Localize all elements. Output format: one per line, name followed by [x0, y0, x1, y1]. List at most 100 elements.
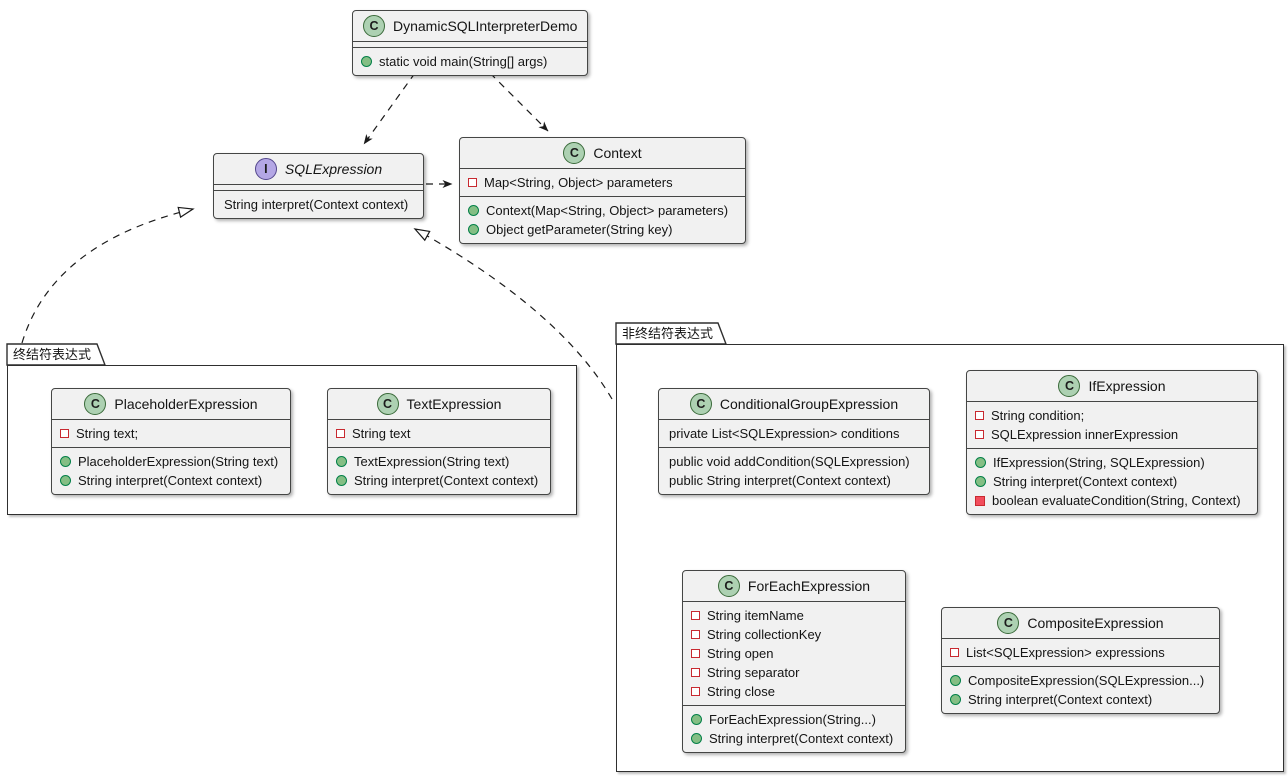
- field-text: String text;: [76, 426, 139, 441]
- class-header: I SQLExpression: [214, 154, 423, 184]
- public-method-icon: [950, 694, 961, 705]
- fields-section: [214, 184, 423, 190]
- class-field: String open: [691, 644, 897, 663]
- class-field: private List<SQLExpression> conditions: [667, 424, 921, 443]
- class-context: C Context Map<String, Object> parameters…: [459, 137, 746, 244]
- class-field: String separator: [691, 663, 897, 682]
- class-field: String text: [336, 424, 542, 443]
- methods-section: TextExpression(String text) String inter…: [328, 447, 550, 494]
- class-method: String interpret(Context context): [950, 690, 1211, 709]
- public-method-icon: [950, 675, 961, 686]
- public-method-icon: [468, 205, 479, 216]
- class-foreachexpression: C ForEachExpression String itemName Stri…: [682, 570, 906, 753]
- method-text: static void main(String[] args): [379, 54, 548, 69]
- dependency-demo-to-context: [489, 72, 549, 132]
- class-field: String text;: [60, 424, 282, 443]
- methods-section: static void main(String[] args): [353, 47, 588, 75]
- methods-section: String interpret(Context context): [214, 190, 423, 218]
- method-text: TextExpression(String text): [354, 454, 510, 469]
- class-conditionalgroupexpression: C ConditionalGroupExpression private Lis…: [658, 388, 930, 495]
- field-text: String open: [707, 646, 774, 661]
- class-icon: C: [563, 142, 586, 164]
- methods-section: PlaceholderExpression(String text) Strin…: [52, 447, 290, 494]
- public-method-icon: [975, 476, 986, 487]
- package-terminal-body: [7, 365, 577, 515]
- class-method: static void main(String[] args): [361, 52, 579, 71]
- class-icon: C: [717, 575, 740, 597]
- class-method: CompositeExpression(SQLExpression...): [950, 671, 1211, 690]
- class-field: SQLExpression innerExpression: [975, 425, 1249, 444]
- class-method: PlaceholderExpression(String text): [60, 452, 282, 471]
- private-field-icon: [691, 668, 700, 677]
- public-method-icon: [336, 456, 347, 467]
- interface-sqlexpression: I SQLExpression String interpret(Context…: [213, 153, 424, 219]
- public-method-icon: [975, 457, 986, 468]
- class-name: CompositeExpression: [1027, 615, 1164, 631]
- fields-section: Map<String, Object> parameters: [460, 168, 745, 196]
- class-name: Context: [593, 145, 642, 161]
- class-method: TextExpression(String text): [336, 452, 542, 471]
- package-nonterminal-label: 非终结符表达式: [622, 326, 714, 341]
- field-text: String close: [707, 684, 775, 699]
- class-field: String close: [691, 682, 897, 701]
- package-nonterminal-body: [616, 344, 1284, 772]
- class-icon: C: [1058, 375, 1081, 397]
- interface-icon: I: [254, 158, 277, 180]
- class-header: C TextExpression: [328, 389, 550, 419]
- private-field-icon: [691, 649, 700, 658]
- field-text: String separator: [707, 665, 800, 680]
- private-field-icon: [691, 687, 700, 696]
- methods-section: IfExpression(String, SQLExpression) Stri…: [967, 448, 1257, 514]
- fields-section: [353, 41, 588, 47]
- class-name: ConditionalGroupExpression: [719, 396, 899, 412]
- class-header: C IfExpression: [967, 371, 1257, 401]
- class-method: ForEachExpression(String...): [691, 710, 897, 729]
- public-method-icon: [468, 224, 479, 235]
- method-text: String interpret(Context context): [354, 473, 539, 488]
- class-name: TextExpression: [406, 396, 502, 412]
- public-method-icon: [691, 714, 702, 725]
- class-method: String interpret(Context context): [60, 471, 282, 490]
- package-terminal-label: 终结符表达式: [13, 347, 92, 362]
- class-icon: C: [997, 612, 1020, 634]
- class-method: String interpret(Context context): [222, 195, 415, 214]
- class-compositeexpression: C CompositeExpression List<SQLExpression…: [941, 607, 1220, 714]
- method-text: String interpret(Context context): [224, 197, 409, 212]
- method-text: PlaceholderExpression(String text): [78, 454, 279, 469]
- class-header: C CompositeExpression: [942, 608, 1219, 638]
- class-method: IfExpression(String, SQLExpression): [975, 453, 1249, 472]
- method-text: Object getParameter(String key): [486, 222, 673, 237]
- class-header: C Context: [460, 138, 745, 168]
- method-text: boolean evaluateCondition(String, Contex…: [992, 493, 1241, 508]
- class-textexpression: C TextExpression String text TextExpress…: [327, 388, 551, 495]
- private-field-icon: [975, 411, 984, 420]
- method-text: String interpret(Context context): [78, 473, 263, 488]
- field-text: String collectionKey: [707, 627, 822, 642]
- class-header: C PlaceholderExpression: [52, 389, 290, 419]
- field-text: SQLExpression innerExpression: [991, 427, 1179, 442]
- method-text: public void addCondition(SQLExpression): [669, 454, 910, 469]
- private-field-icon: [691, 611, 700, 620]
- private-field-icon: [336, 429, 345, 438]
- public-method-icon: [60, 475, 71, 486]
- fields-section: String text;: [52, 419, 290, 447]
- fields-section: String condition; SQLExpression innerExp…: [967, 401, 1257, 448]
- class-name: IfExpression: [1088, 378, 1166, 394]
- class-method: String interpret(Context context): [975, 472, 1249, 491]
- class-method: String interpret(Context context): [691, 729, 897, 748]
- class-field: String collectionKey: [691, 625, 897, 644]
- method-text: CompositeExpression(SQLExpression...): [968, 673, 1205, 688]
- public-method-icon: [691, 733, 702, 744]
- method-text: Context(Map<String, Object> parameters): [486, 203, 729, 218]
- methods-section: ForEachExpression(String...) String inte…: [683, 705, 905, 752]
- method-text: String interpret(Context context): [968, 692, 1153, 707]
- method-text: IfExpression(String, SQLExpression): [993, 455, 1205, 470]
- method-text: public String interpret(Context context): [669, 473, 891, 488]
- class-icon: C: [84, 393, 107, 415]
- class-field: List<SQLExpression> expressions: [950, 643, 1211, 662]
- methods-section: public void addCondition(SQLExpression) …: [659, 447, 929, 494]
- class-field: String condition;: [975, 406, 1249, 425]
- public-method-icon: [60, 456, 71, 467]
- method-text: String interpret(Context context): [993, 474, 1178, 489]
- field-text: String itemName: [707, 608, 804, 623]
